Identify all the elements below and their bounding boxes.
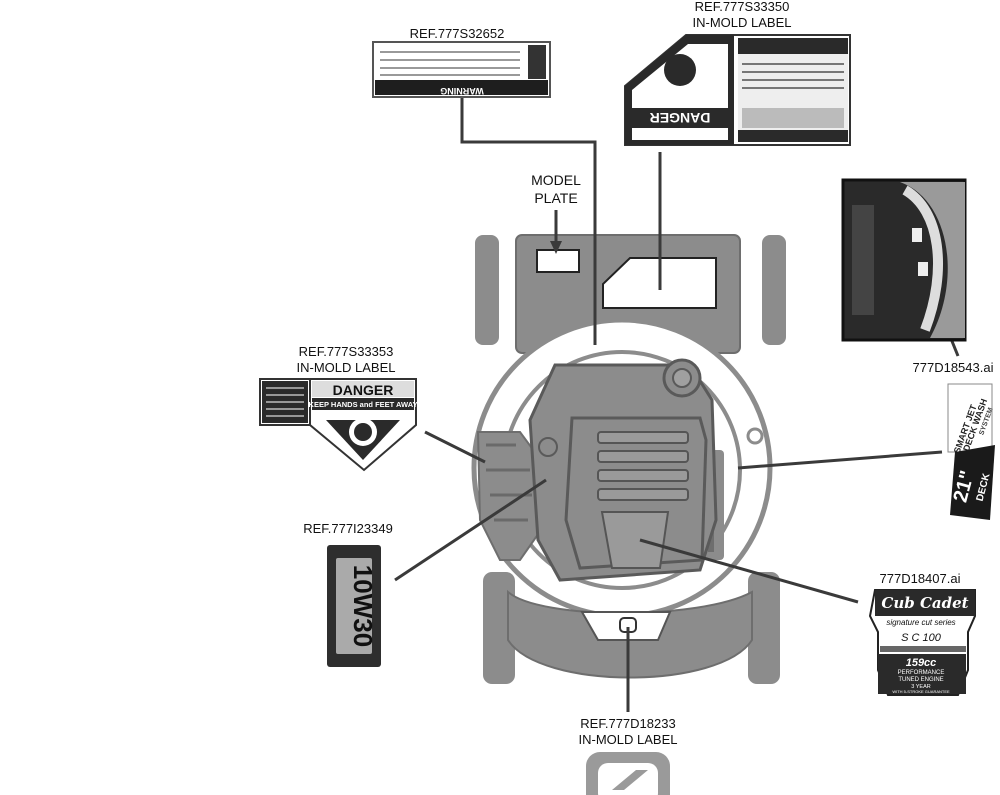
model-plate [536, 249, 580, 273]
front-right-wheel [748, 572, 780, 684]
model-plate-line-1: MODEL [531, 172, 581, 188]
callout-777s33353: REF.777S33353 IN-MOLD LABEL [276, 344, 416, 376]
leader-deck [737, 450, 943, 470]
leader-lines [394, 97, 960, 712]
oil-grade-text: 10W30 [348, 565, 378, 647]
ref-777d18543: 777D18543.ai [912, 360, 994, 375]
danger-label-33353: DANGER KEEP HANDS and FEET AWAY [259, 378, 418, 472]
leader-33353 [424, 430, 486, 464]
engine-line-1: PERFORMANCE [898, 670, 945, 676]
ref-777s33353: REF.777S33353 [298, 344, 394, 359]
engine-cc-text: 159cc [906, 657, 937, 669]
warning-word: WARNING [440, 86, 484, 96]
callout-model-plate: MODEL PLATE [516, 171, 596, 207]
ref-777d18233: REF.777D18233 [580, 716, 676, 731]
danger-label-33350: DANGER [624, 34, 851, 146]
ref-777s33350: REF.777S33350 [694, 0, 790, 14]
callout-777d18543: 777D18543.ai [906, 360, 1000, 376]
engine-line-2: TUNED ENGINE [898, 677, 943, 683]
in-mold-777s33350: IN-MOLD LABEL [692, 15, 792, 30]
leader-18407 [639, 538, 859, 604]
callout-777i23349: REF.777I23349 [293, 521, 403, 537]
keep-away-text: KEEP HANDS and FEET AWAY [309, 400, 418, 409]
smart-jet-decal: SMART JET DECK WASH SYSTEM 21" DECK [947, 383, 995, 520]
in-mold-777d18233: IN-MOLD LABEL [578, 732, 678, 747]
leader-23349 [394, 478, 547, 582]
danger-word-33353: DANGER [333, 382, 394, 398]
warranty-line-1: 3 YEAR [911, 684, 930, 690]
cub-cadet-decal: Cub Cadet signature cut series S C 100 1… [868, 589, 976, 696]
mower-illustration [471, 234, 786, 684]
callout-777d18233: REF.777D18233 IN-MOLD LABEL [558, 716, 698, 748]
oil-cap [538, 437, 558, 457]
leader-32652 [460, 97, 597, 345]
warranty-line-2: WITH 5-STROKE GUARANTEE [892, 689, 950, 694]
warning-label-32652: WARNING [372, 41, 551, 98]
model-plate-line-2: PLATE [534, 190, 578, 206]
ref-777s32652: REF.777S32652 [409, 26, 505, 41]
engine-label-area [600, 511, 670, 569]
danger-word-33350: DANGER [650, 110, 711, 126]
series-text: signature cut series [886, 618, 955, 627]
deck-wash-photo [841, 178, 967, 342]
ref-777d18407: 777D18407.ai [879, 571, 961, 586]
brand-text: Cub Cadet [881, 594, 968, 612]
oil-decal: 10W30 [327, 545, 381, 667]
model-text: S C 100 [901, 632, 942, 644]
callout-777s33350: REF.777S33350 IN-MOLD LABEL [672, 0, 812, 31]
callout-777s32652: REF.777S32652 [402, 26, 512, 42]
rear-right-wheel [762, 235, 786, 345]
rear-left-wheel [475, 235, 499, 345]
in-mold-777s33353: IN-MOLD LABEL [296, 360, 396, 375]
front-logo-label [586, 752, 670, 795]
callout-777d18407: 777D18407.ai [870, 571, 970, 587]
ref-777i23349: REF.777I23349 [303, 521, 393, 536]
